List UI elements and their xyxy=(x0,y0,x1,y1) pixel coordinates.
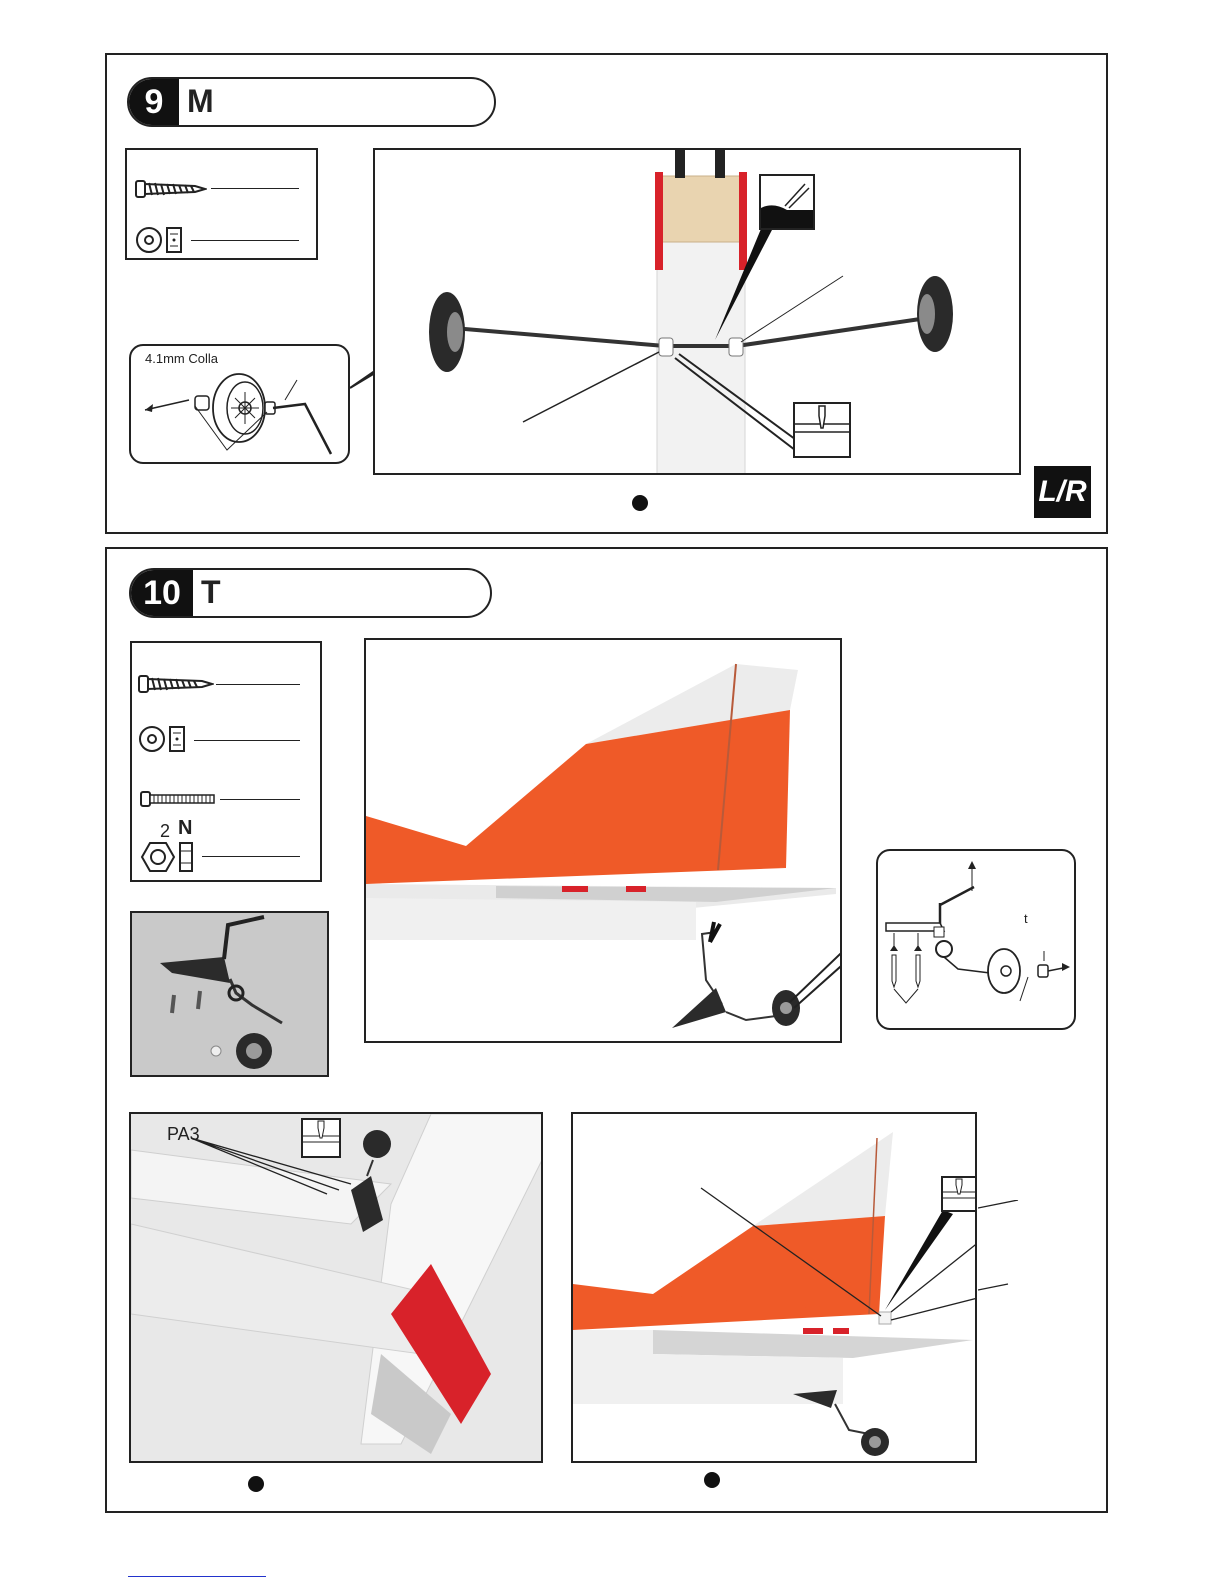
step-9-bullet xyxy=(632,495,648,511)
nut-icon xyxy=(138,839,198,875)
washer-icon xyxy=(138,725,192,755)
drill-icon xyxy=(793,402,851,458)
step-9-letter: M xyxy=(187,83,214,120)
tail-installed-illustration xyxy=(573,1114,977,1463)
step-10-tail-photo xyxy=(364,638,842,1043)
step-9-wheel-callout: 4.1mm Colla xyxy=(129,344,350,464)
drill-icon xyxy=(941,1176,977,1212)
fuselage-gear-illustration xyxy=(375,150,1021,475)
tail-illustration xyxy=(366,640,842,1043)
underside-illustration xyxy=(131,1114,543,1463)
step-9-main-photo xyxy=(373,148,1021,475)
step-9-parts-box xyxy=(125,148,318,260)
step-10-letter: T xyxy=(201,574,221,611)
wheel-axle-diagram xyxy=(135,362,347,462)
washer-icon xyxy=(135,226,189,256)
step-9-number: 9 xyxy=(129,79,179,125)
washer-leader xyxy=(194,740,300,741)
step-10-install-photo-right xyxy=(571,1112,977,1463)
screw-icon xyxy=(135,178,207,200)
l-r-logo: L/R xyxy=(1034,466,1091,518)
washer-leader xyxy=(191,240,299,241)
footer-link-underline xyxy=(128,1576,266,1577)
screw-icon xyxy=(138,673,214,695)
bolt-leader xyxy=(220,799,300,800)
step-10-header: 10 T xyxy=(129,568,492,618)
tailgear-callout: t xyxy=(876,849,1076,1030)
screw-leader xyxy=(216,684,300,685)
bolt-icon xyxy=(140,791,216,807)
pa3-label: PA3 xyxy=(167,1124,200,1145)
step-10-bullet-right xyxy=(704,1472,720,1488)
right-photo-leaders xyxy=(978,1200,1028,1320)
tailwheel-parts-illustration xyxy=(132,913,329,1077)
step-10-parts-box: 2 N xyxy=(130,641,322,882)
tailgear-diagram xyxy=(878,851,1074,1028)
step-9-header: 9 M xyxy=(127,77,496,127)
drill-icon xyxy=(301,1118,341,1158)
nut-leader xyxy=(202,856,300,857)
step-10-install-photo-left: PA3 xyxy=(129,1112,543,1463)
nut-letter-label: N xyxy=(178,817,192,840)
screw-leader xyxy=(211,188,299,189)
step-10-number: 10 xyxy=(131,570,193,616)
tailwheel-parts-photo xyxy=(130,911,329,1077)
glue-icon xyxy=(759,174,815,230)
step-10-bullet-left xyxy=(248,1476,264,1492)
